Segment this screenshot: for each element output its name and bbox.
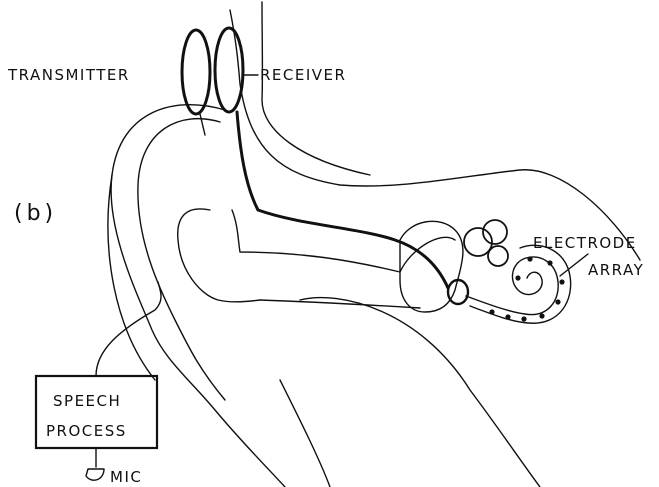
head-outline-top — [262, 2, 370, 175]
electrode-contact — [555, 299, 560, 304]
lead-wire — [237, 112, 448, 288]
middle-ear — [400, 221, 463, 312]
panel-label: (b) — [14, 201, 57, 226]
receiver-label: RECEIVER — [260, 66, 346, 84]
electrode-label-line2: ARRAY — [588, 261, 644, 279]
ear-canal-bottom — [260, 300, 420, 308]
speech-label-line2: PROCESS — [46, 422, 127, 440]
pinna-outer — [111, 105, 285, 487]
electrode-contact — [521, 316, 526, 321]
electrode-contact — [547, 260, 552, 265]
transmitter-stem — [200, 114, 205, 135]
electrode-capsule — [448, 280, 468, 304]
electrode-contact — [527, 256, 532, 261]
head-outline — [230, 10, 640, 260]
electrode-contact — [505, 314, 510, 319]
canal-3 — [488, 246, 508, 266]
concha — [178, 209, 260, 302]
lobe-back — [108, 175, 155, 380]
transmitter-coil — [182, 30, 210, 114]
cochlea-spiral — [466, 257, 558, 315]
electrode-label-line1: ELECTRODE — [533, 234, 637, 252]
ear-canal-top — [400, 237, 455, 272]
concha-inner — [232, 210, 400, 272]
electrode-contact — [515, 275, 520, 280]
electrode-contact — [489, 309, 494, 314]
electrode-contact — [559, 279, 564, 284]
mic-icon — [86, 469, 104, 480]
electrode-contact — [539, 313, 544, 318]
transmitter-label: TRANSMITTER — [7, 66, 130, 84]
electrode-pointer — [560, 254, 588, 276]
neck-line — [300, 298, 540, 487]
neck-line-2 — [280, 380, 330, 487]
cochlea-spiral-outer — [470, 245, 571, 323]
speech-label-line1: SPEECH — [53, 392, 121, 410]
mic-label: MIC — [110, 468, 142, 486]
